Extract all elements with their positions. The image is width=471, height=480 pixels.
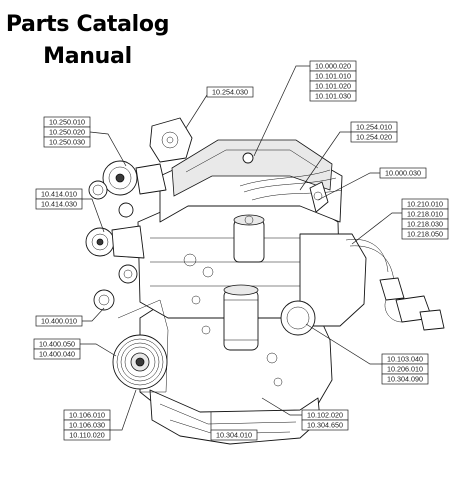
flywheel-housing bbox=[280, 233, 367, 336]
callout-c7-code-1: 10.210.010 bbox=[407, 200, 443, 209]
engine-illustration bbox=[85, 117, 445, 445]
callout-c5: 10.000.030 bbox=[379, 167, 427, 179]
callout-c9-code-1: 10.400.050 bbox=[39, 340, 75, 349]
callout-c7-code-2: 10.218.010 bbox=[407, 210, 443, 219]
callout-c12-code-1: 10.106.010 bbox=[69, 411, 105, 420]
callout-c2: 10.000.020 10.101.010 10.101.020 10.101.… bbox=[309, 60, 357, 102]
idler-pulley bbox=[93, 289, 115, 311]
page-title-line-2: Manual bbox=[43, 44, 132, 69]
callout-c10-code-1: 10.103.040 bbox=[387, 355, 423, 364]
turbo-actuator bbox=[149, 117, 193, 163]
turbo-outlet bbox=[88, 180, 108, 200]
callout-c9-code-2: 10.400.040 bbox=[39, 350, 75, 359]
callout-c11: 10.102.020 10.304.650 bbox=[301, 409, 349, 431]
callout-c2-code-1: 10.000.020 bbox=[315, 62, 351, 71]
callout-c2-code-3: 10.101.020 bbox=[315, 82, 351, 91]
callout-c7-code-3: 10.218.030 bbox=[407, 220, 443, 229]
callout-c3-code-3: 10.250.030 bbox=[49, 138, 85, 147]
leader-lines bbox=[80, 65, 402, 432]
callout-c9: 10.400.050 10.400.040 bbox=[33, 338, 81, 360]
callout-c2-code-2: 10.101.010 bbox=[315, 72, 351, 81]
callout-c12: 10.106.010 10.106.030 10.110.020 bbox=[63, 409, 111, 441]
lifting-eye bbox=[309, 181, 329, 213]
fuel-filter bbox=[233, 214, 265, 263]
page-title-line-1: Parts Catalog bbox=[5, 12, 170, 37]
callout-c3: 10.250.010 10.250.020 10.250.030 bbox=[43, 116, 91, 148]
callout-c12-code-2: 10.106.030 bbox=[69, 421, 105, 430]
callout-c3-code-2: 10.250.020 bbox=[49, 128, 85, 137]
callout-c8: 10.400.010 bbox=[35, 315, 83, 327]
callout-c4-code-1: 10.254.010 bbox=[356, 123, 392, 132]
callout-c6: 10.414.010 10.414.030 bbox=[35, 188, 83, 210]
oil-filler-cap bbox=[242, 152, 254, 164]
callout-c1-code-1: 10.254.030 bbox=[212, 88, 248, 97]
callout-c8-code-1: 10.400.010 bbox=[41, 317, 77, 326]
oil-filter bbox=[223, 284, 259, 351]
callout-c3-code-1: 10.250.010 bbox=[49, 118, 85, 127]
callout-c11-code-1: 10.102.020 bbox=[307, 411, 343, 420]
valve-cover bbox=[171, 139, 333, 197]
callout-c10-code-3: 10.304.090 bbox=[387, 375, 423, 384]
crankshaft-damper bbox=[112, 334, 168, 390]
callout-c11-code-2: 10.304.650 bbox=[307, 421, 343, 430]
callout-c6-code-1: 10.414.010 bbox=[41, 190, 77, 199]
callout-c13-code-1: 10.304.010 bbox=[216, 431, 252, 440]
callout-c4: 10.254.010 10.254.020 bbox=[350, 121, 398, 143]
callout-c10: 10.103.040 10.206.010 10.304.090 bbox=[381, 353, 429, 385]
callout-c4-code-2: 10.254.020 bbox=[356, 133, 392, 142]
callout-c13: 10.304.010 bbox=[210, 429, 258, 441]
callout-c7: 10.210.010 10.218.010 10.218.030 10.218.… bbox=[401, 198, 449, 240]
callout-c10-code-2: 10.206.010 bbox=[387, 365, 423, 374]
callout-c2-code-4: 10.101.030 bbox=[315, 92, 351, 101]
callout-c12-code-3: 10.110.020 bbox=[69, 431, 104, 440]
wiring-harness bbox=[345, 239, 445, 331]
callout-c1: 10.254.030 bbox=[206, 86, 254, 98]
callout-c7-code-4: 10.218.050 bbox=[407, 230, 443, 239]
callout-c6-code-2: 10.414.030 bbox=[41, 200, 77, 209]
callout-c5-code-1: 10.000.030 bbox=[385, 169, 421, 178]
